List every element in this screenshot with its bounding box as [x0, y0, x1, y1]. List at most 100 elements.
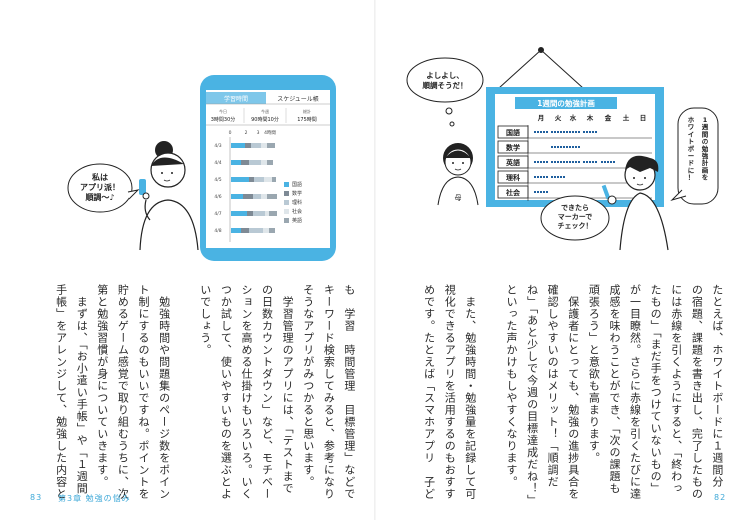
legend-swatch	[284, 182, 289, 187]
mother-bubble-text: よしよし、順調そうだ！	[422, 71, 468, 90]
study-bar-segment	[267, 194, 277, 199]
date-label: 4/8	[214, 228, 221, 234]
legend-label: 英語	[292, 217, 302, 224]
mother-thought-bubble: よしよし、順調そうだ！	[406, 57, 484, 127]
study-bar-segment	[231, 160, 241, 165]
legend-label: 社会	[292, 208, 302, 215]
board-day: 土	[623, 113, 630, 122]
study-bar-segment	[254, 177, 264, 182]
phone-illustration: 学習時間 スケジュール帳 今日 3時間30分 今週 90時間10分 総計 175…	[67, 75, 336, 261]
axis-tick: 3	[257, 130, 260, 136]
study-bar-segment	[264, 177, 272, 182]
svg-text:ト: ト	[688, 138, 695, 146]
board-day: 水	[570, 113, 577, 122]
whiteboard-illustration: 1週間の勉強計画 月火水木金土日 国語数学英語理科社会 母 よしよし、順調そうだ…	[406, 47, 719, 251]
date-label: 4/5	[214, 177, 221, 183]
girl-speech-bubble: 私はアプリ派！順調〜♪	[67, 163, 140, 213]
study-bar-segment	[245, 143, 251, 148]
svg-text:勉: 勉	[701, 144, 709, 153]
study-bar-segment	[241, 228, 249, 233]
study-bar-segment	[267, 160, 273, 165]
study-bar-segment	[269, 211, 277, 216]
svg-text:ド: ド	[688, 159, 695, 167]
legend-label: 理科	[292, 199, 302, 206]
legend-label: 国語	[292, 181, 302, 188]
study-bar-segment	[253, 194, 261, 199]
board-subject: 数学	[506, 143, 520, 152]
study-bar-segment	[272, 177, 276, 182]
study-bar-segment	[231, 211, 247, 216]
axis-tick: 4時間	[264, 130, 276, 136]
study-bar-segment	[261, 160, 267, 165]
svg-text:ボ: ボ	[688, 144, 695, 153]
study-bar-segment	[243, 194, 253, 199]
board-day: 月	[537, 114, 545, 122]
study-bar-segment	[261, 194, 267, 199]
board-days: 月火水木金土日	[537, 113, 647, 122]
right-page-number: 82	[714, 493, 727, 502]
svg-text:の: の	[702, 138, 709, 146]
svg-text:間: 間	[702, 129, 709, 138]
stat-total: 175時間	[297, 117, 317, 123]
board-subject: 社会	[505, 188, 521, 197]
girl-bubble-text: 私はアプリ派！順調〜♪	[80, 172, 120, 202]
svg-text:今週: 今週	[261, 108, 269, 114]
study-bar-segment	[231, 228, 241, 233]
date-label: 4/3	[214, 143, 221, 149]
legend-label: 数学	[292, 190, 302, 197]
mother-figure: 母	[437, 143, 479, 206]
right-page-body: たとえば、ホワイトボードに１週間分 の宿題、課題を書き出し、完了したもの には赤…	[422, 284, 724, 507]
study-bar-segment	[231, 194, 243, 199]
girl-figure	[139, 141, 199, 251]
running-head: 第3章 勉強の悩み	[58, 494, 131, 503]
svg-text:今日: 今日	[219, 108, 227, 114]
mother-label: 母	[455, 194, 462, 202]
study-bar-segment	[247, 211, 253, 216]
study-bar-segment	[253, 211, 265, 216]
tab-study-time: 学習時間	[224, 95, 248, 103]
axis-tick: 2	[245, 130, 248, 136]
boy-speech-bubble: できたらマーカーでチェック！	[540, 195, 610, 241]
study-bar-segment	[265, 211, 269, 216]
stat-today: 3時間30分	[211, 116, 236, 123]
svg-text:ー: ー	[688, 152, 695, 160]
board-day: 金	[604, 113, 612, 122]
page-gutter	[374, 0, 376, 520]
boy-bubble-text: できたらマーカーでチェック！	[558, 203, 593, 230]
legend-swatch	[284, 200, 289, 205]
boy-figure	[601, 155, 669, 251]
board-day: 木	[586, 113, 594, 122]
board-day: 火	[555, 114, 562, 122]
date-label: 4/6	[214, 194, 221, 200]
svg-text:計: 計	[702, 158, 709, 167]
illustrations: 学習時間 スケジュール帳 今日 3時間30分 今週 90時間10分 総計 175…	[67, 47, 719, 261]
left-page-body: も 学習 時間管理 目標管理」などで キーワード検索してみると、参考になり そう…	[54, 284, 356, 500]
svg-text:強: 強	[702, 151, 709, 160]
study-bar-segment	[261, 143, 267, 148]
study-bar-segment	[251, 143, 261, 148]
tab-schedule: スケジュール帳	[277, 95, 319, 103]
axis-tick: 0	[229, 130, 232, 136]
board-subject: 英語	[505, 158, 520, 167]
study-bar-segment	[231, 143, 245, 148]
svg-text:画: 画	[702, 166, 709, 174]
study-bar-segment	[269, 228, 275, 233]
board-subject: 国語	[506, 128, 520, 137]
board-subject: 理科	[506, 173, 520, 182]
date-label: 4/7	[214, 211, 221, 217]
study-bar-segment	[263, 228, 269, 233]
svg-text:を: を	[702, 173, 709, 182]
study-bar-segment	[267, 143, 275, 148]
svg-text:ワ: ワ	[688, 123, 695, 131]
board-title: 1週間の勉強計画	[537, 98, 595, 108]
study-bar-segment	[241, 160, 249, 165]
svg-text:週: 週	[702, 122, 709, 131]
study-bar-segment	[249, 160, 261, 165]
legend-swatch	[284, 209, 289, 214]
study-bar-segment	[231, 177, 249, 182]
